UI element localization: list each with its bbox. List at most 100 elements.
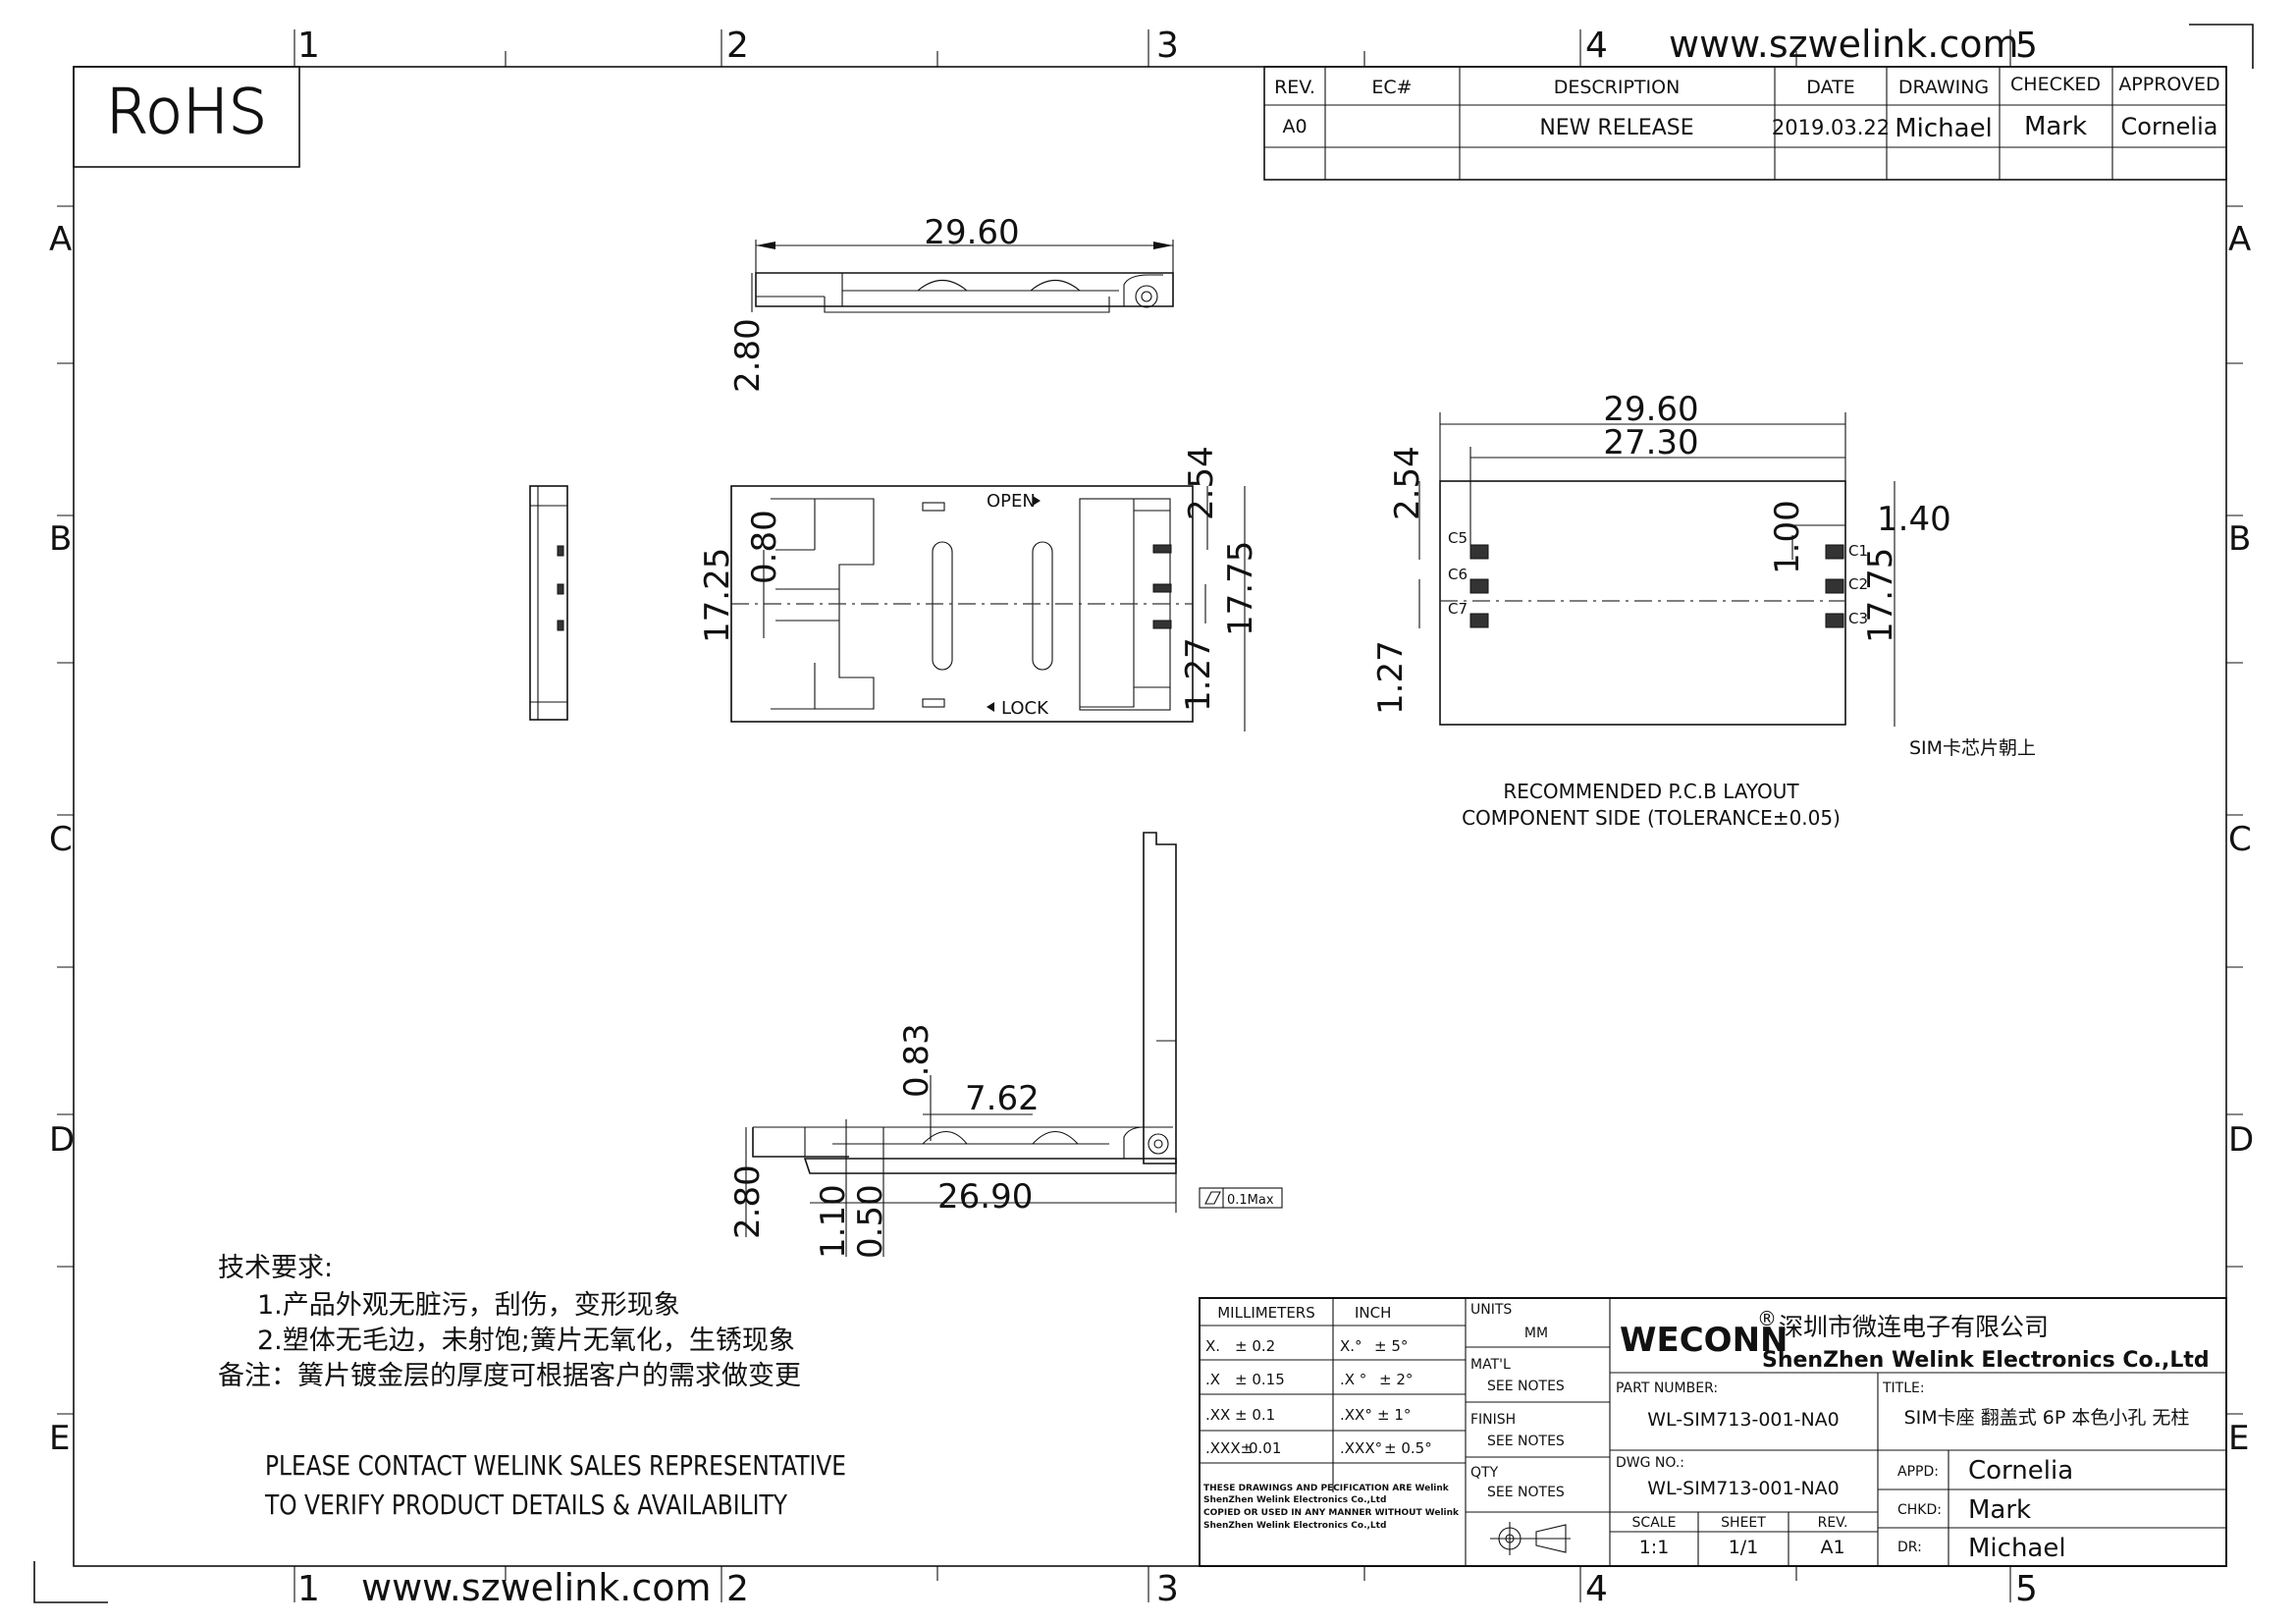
dim-top-width: 29.60 xyxy=(924,213,1019,252)
tol-in-key-4: .XXX° xyxy=(1340,1439,1382,1457)
corner-mark-bottom-left xyxy=(33,1561,108,1603)
column-ticks xyxy=(294,29,2011,1602)
dim-plan-top-offset: 2.54 xyxy=(1182,446,1221,520)
dim-pcb-pitch: 1.27 xyxy=(1371,640,1411,715)
pcb-layout xyxy=(1418,412,1896,727)
dim-pcb-inner: 27.30 xyxy=(1603,423,1698,462)
plan-view xyxy=(730,485,1246,731)
rev-header-ec: EC# xyxy=(1371,77,1412,98)
pad-label-c2: C2 xyxy=(1848,575,1868,593)
pad-label-c1: C1 xyxy=(1848,542,1868,560)
tol-mm-key-2: .X xyxy=(1205,1371,1220,1388)
pcb-caption-line2: COMPONENT SIDE (TOLERANCE±0.05) xyxy=(1462,806,1841,830)
grid-row-c-left: C xyxy=(49,820,73,859)
rohs-box xyxy=(73,66,300,168)
company-registered: ® xyxy=(1757,1307,1777,1330)
contact-notice-line1: PLEASE CONTACT WELINK SALES REPRESENTATI… xyxy=(265,1449,846,1482)
rev-label: REV. xyxy=(1818,1515,1848,1531)
grid-col-3-top: 3 xyxy=(1156,26,1179,66)
end-view xyxy=(529,485,568,721)
chkd-label: CHKD: xyxy=(1897,1502,1942,1518)
dim-side-thick: 0.83 xyxy=(897,1023,936,1098)
grid-row-b-left: B xyxy=(49,519,72,559)
part-number-value: WL-SIM713-001-NA0 xyxy=(1647,1409,1840,1431)
tol-mm-val-1: ± 0.2 xyxy=(1235,1337,1275,1355)
rev-header-drawing: DRAWING xyxy=(1898,77,1989,98)
matl-value: SEE NOTES xyxy=(1487,1379,1565,1394)
pcb-caption-line1: RECOMMENDED P.C.B LAYOUT xyxy=(1503,780,1799,803)
grid-row-a-right: A xyxy=(2228,220,2251,259)
company-brand: WECONN xyxy=(1620,1321,1789,1360)
tech-req-item-2: 2.塑体无毛边，未射饱;簧片无氧化，生锈现象 xyxy=(257,1326,795,1356)
title-label: TITLE: xyxy=(1882,1380,1925,1396)
pad-label-c5: C5 xyxy=(1448,529,1468,547)
dim-plan-pitch: 1.27 xyxy=(1179,637,1218,712)
copyright-line-2: ShenZhen Welink Electronics Co.,Ltd xyxy=(1203,1495,1386,1505)
rev-header-approved: APPROVED xyxy=(2118,74,2219,95)
grid-row-d-right: D xyxy=(2228,1120,2254,1160)
grid-col-5-top: 5 xyxy=(2015,26,2038,66)
grid-row-c-right: C xyxy=(2228,820,2252,859)
tol-in-val-2: ± 2° xyxy=(1379,1371,1413,1388)
tol-mm-val-3: ± 0.1 xyxy=(1235,1406,1275,1424)
tol-header-inch: INCH xyxy=(1355,1304,1391,1322)
contact-notice-line2: TO VERIFY PRODUCT DETAILS & AVAILABILITY xyxy=(264,1489,788,1521)
part-number-label: PART NUMBER: xyxy=(1616,1380,1718,1396)
rev-header-description: DESCRIPTION xyxy=(1554,77,1681,98)
finish-label: FINISH xyxy=(1470,1412,1516,1428)
dim-side-a: 1.10 xyxy=(814,1184,853,1259)
appd-value: Cornelia xyxy=(1968,1456,2073,1486)
dim-pcb-pad-h: 1.00 xyxy=(1768,500,1807,574)
open-side-view xyxy=(745,832,1283,1257)
tol-mm-val-4: 0.01 xyxy=(1249,1439,1281,1457)
tol-mm-key-4: .XXX± xyxy=(1205,1439,1253,1457)
copyright-line-4: ShenZhen Welink Electronics Co.,Ltd xyxy=(1203,1521,1386,1531)
dim-pcb-left: 2.54 xyxy=(1388,446,1427,520)
grid-col-4-bottom: 4 xyxy=(1585,1569,1608,1609)
tech-req-title: 技术要求: xyxy=(218,1253,333,1283)
dr-value: Michael xyxy=(1968,1534,2066,1563)
dim-side-height: 2.80 xyxy=(728,1164,768,1239)
rev-row-description: NEW RELEASE xyxy=(1539,116,1693,140)
dim-side-len: 26.90 xyxy=(937,1177,1033,1217)
chkd-value: Mark xyxy=(1968,1495,2031,1525)
units-value: MM xyxy=(1524,1326,1548,1341)
plan-open-label: OPEN xyxy=(987,491,1036,512)
pcb-orientation-note: SIM卡芯片朝上 xyxy=(1909,737,2036,759)
finish-value: SEE NOTES xyxy=(1487,1434,1565,1449)
tol-in-key-1: X.° xyxy=(1340,1337,1362,1355)
corner-mark-top-right xyxy=(2189,24,2254,69)
rev-row-checked: Mark xyxy=(2024,112,2087,141)
dr-label: DR: xyxy=(1897,1540,1922,1555)
copyright-line-3: COPIED OR USED IN ANY MANNER WITHOUT Wel… xyxy=(1203,1508,1460,1518)
website-bottom: www.szwelink.com xyxy=(361,1566,711,1609)
revision-table: REV. EC# DESCRIPTION DATE DRAWING CHECKE… xyxy=(1263,66,2227,181)
tol-in-key-3: .XX° xyxy=(1340,1406,1372,1424)
tol-mm-key-3: .XX xyxy=(1205,1406,1230,1424)
tol-in-val-3: ± 1° xyxy=(1377,1406,1411,1424)
rev-row-date: 2019.03.22 xyxy=(1772,116,1890,139)
rev-row-drawing: Michael xyxy=(1895,114,1993,143)
tech-req-note: 备注：簧片镀金层的厚度可根据客户的需求做变更 xyxy=(218,1361,801,1391)
sheet-value: 1/1 xyxy=(1729,1537,1759,1558)
grid-col-2-top: 2 xyxy=(726,26,749,66)
rev-row-approved: Cornelia xyxy=(2121,113,2218,140)
dwg-no-label: DWG NO.: xyxy=(1616,1455,1684,1471)
company-name-en: ShenZhen Welink Electronics Co.,Ltd xyxy=(1762,1348,2210,1373)
title-value: SIM卡座 翻盖式 6P 本色小孔 无柱 xyxy=(1904,1407,2190,1429)
company-name-cn: 深圳市微连电子有限公司 xyxy=(1779,1313,2049,1341)
dim-pcb-total: 17.75 xyxy=(1861,548,1900,643)
grid-col-4-top: 4 xyxy=(1585,26,1608,66)
scale-label: SCALE xyxy=(1632,1515,1677,1531)
matl-label: MAT'L xyxy=(1470,1357,1511,1373)
dwg-no-value: WL-SIM713-001-NA0 xyxy=(1647,1478,1840,1499)
rev-header-rev: REV. xyxy=(1274,77,1315,98)
grid-row-b-right: B xyxy=(2228,519,2251,559)
title-block xyxy=(1199,1297,2227,1567)
tol-mm-val-2: ± 0.15 xyxy=(1235,1371,1285,1388)
row-ticks xyxy=(57,205,2243,1415)
grid-col-1-top: 1 xyxy=(297,26,320,66)
grid-row-e-left: E xyxy=(49,1419,70,1458)
rev-row-rev: A0 xyxy=(1282,116,1307,137)
tol-header-mm: MILLIMETERS xyxy=(1217,1304,1315,1322)
